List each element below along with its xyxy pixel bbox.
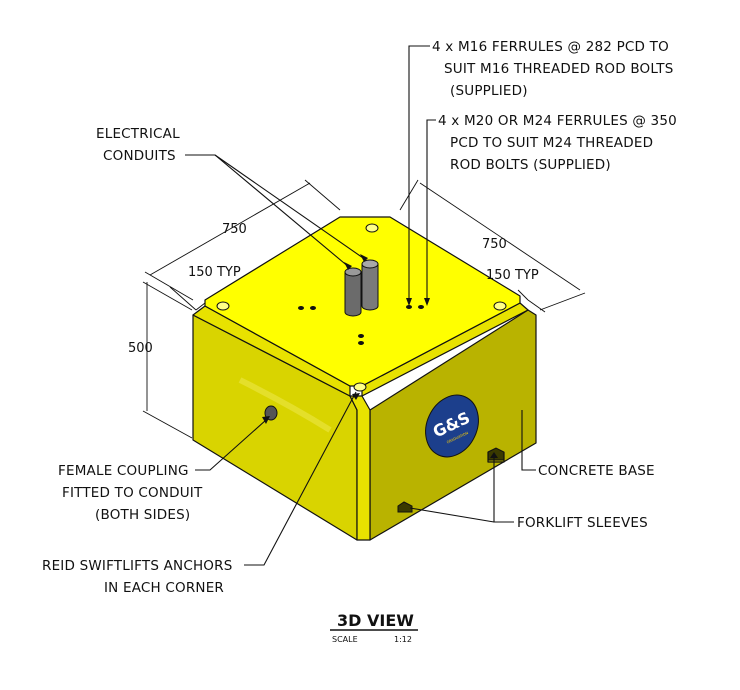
dim-height: 500 [128,341,153,356]
lift-anchors [216,223,507,392]
gs-logo: G&S GRADUATION [425,394,479,458]
callout-line: ELECTRICAL [96,126,180,142]
ferrule-hole-icon [298,306,304,310]
callout-line: 4 x M20 OR M24 FERRULES @ 350 [438,113,677,129]
ferrule-hole-icon [406,305,412,309]
callout-electrical-conduits: ELECTRICAL CONDUITS [96,126,180,164]
conduit-top-icon [361,259,379,269]
dim-width-right: 750 [482,237,507,252]
callout-line: REID SWIFTLIFTS ANCHORS [42,558,232,574]
ferrule-hole-icon [418,305,424,309]
callout-line: 4 x M16 FERRULES @ 282 PCD TO [432,39,669,55]
conduit-pipe-icon [344,271,362,317]
conduit-pipe-icon [361,263,379,311]
callout-line: IN EACH CORNER [104,580,224,596]
ferrule-hole-icon [310,306,316,310]
callout-ferrules-m16: 4 x M16 FERRULES @ 282 PCD TO SUIT M16 T… [432,39,673,99]
callout-ferrules-m20: 4 x M20 OR M24 FERRULES @ 350 PCD TO SUI… [438,113,677,173]
ferrule-hole-icon [358,334,364,338]
conduit-top-icon [344,267,362,277]
dim-width-left: 750 [222,222,247,237]
callout-line: ROD BOLTS (SUPPLIED) [450,157,611,173]
callout-concrete-base: CONCRETE BASE [538,463,655,479]
scale-value: 1:12 [394,635,412,644]
lift-anchor-icon [353,382,367,392]
lift-anchor-icon [365,223,379,233]
ferrule-holes [298,305,424,345]
lift-anchor-icon [493,301,507,311]
callout-line: FEMALE COUPLING [58,463,189,479]
dim-chamfer-right: 150 TYP [486,268,539,283]
callout-line: SUIT M16 THREADED ROD BOLTS [444,61,673,77]
callout-line: FITTED TO CONDUIT [62,485,203,501]
ferrule-hole-icon [358,341,364,345]
dim-chamfer-left: 150 TYP [188,265,241,280]
callout-line: CONDUITS [103,148,176,164]
leaders [185,45,536,566]
callout-forklift-sleeves: FORKLIFT SLEEVES [517,515,648,531]
view-label: 3D VIEW SCALE 1:12 [330,611,418,644]
callout-female-coupling: FEMALE COUPLING FITTED TO CONDUIT (BOTH … [58,463,203,523]
face-highlight [238,377,332,433]
forklift-slot-left [397,501,413,513]
gs-logo-badge-icon [425,394,479,458]
callout-line: PCD TO SUIT M24 THREADED [450,135,653,151]
lift-anchor-icon [216,301,230,311]
foot-notch [487,452,505,463]
callout-reid-swiftlifts: REID SWIFTLIFTS ANCHORS IN EACH CORNER [42,558,232,596]
callout-line: (BOTH SIDES) [95,507,190,523]
scale-label: SCALE [332,635,358,644]
electrical-conduits [344,259,379,317]
view-title: 3D VIEW [337,611,414,630]
callout-line: (SUPPLIED) [450,83,528,99]
